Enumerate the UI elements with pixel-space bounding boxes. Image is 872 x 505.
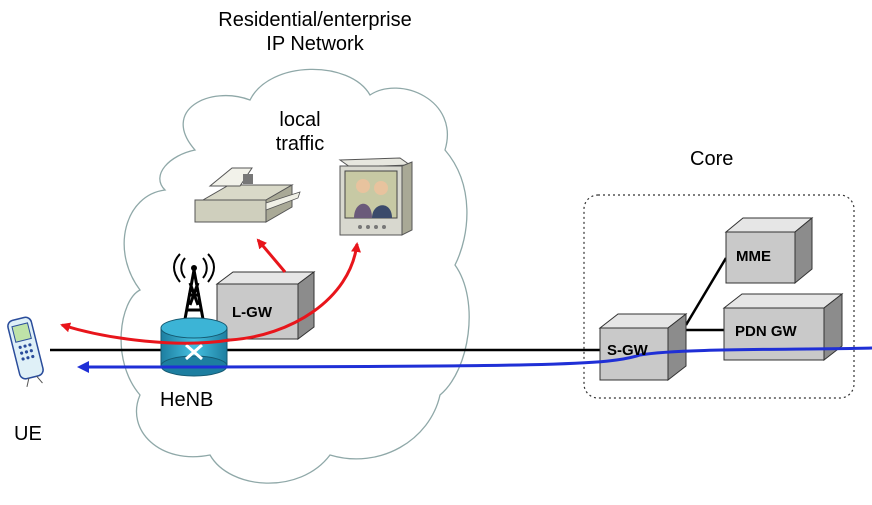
pdngw-box [722,292,844,362]
network-title: Residential/enterprise IP Network [170,8,460,56]
local-flow-to-ue [60,322,231,345]
sgw-mme-link [684,257,728,326]
lgw-label: L-GW [232,304,272,321]
pdngw-label: PDN GW [735,323,797,340]
local-flow-to-monitor [229,242,361,342]
radio-tower-icon [173,253,215,331]
core-traffic-flow [77,346,872,373]
network-title-line2: IP Network [266,33,364,55]
fax-machine-icon [194,167,301,223]
ue-label: UE [14,423,42,445]
video-monitor-icon [338,157,413,236]
mme-label: MME [736,248,771,265]
local-traffic-line1: local [279,109,321,131]
mobile-phone-icon [7,316,44,387]
lgw-box [215,271,316,340]
core-label: Core [690,148,734,170]
local-traffic-line2: traffic [275,133,325,155]
mme-box [724,216,814,285]
local-traffic-label: local traffic [250,108,350,156]
sgw-label: S-GW [607,342,648,359]
network-title-line1: Residential/enterprise [218,9,412,31]
henb-label: HeNB [160,389,214,411]
core-region [583,194,855,399]
local-flow-to-fax [256,238,287,273]
